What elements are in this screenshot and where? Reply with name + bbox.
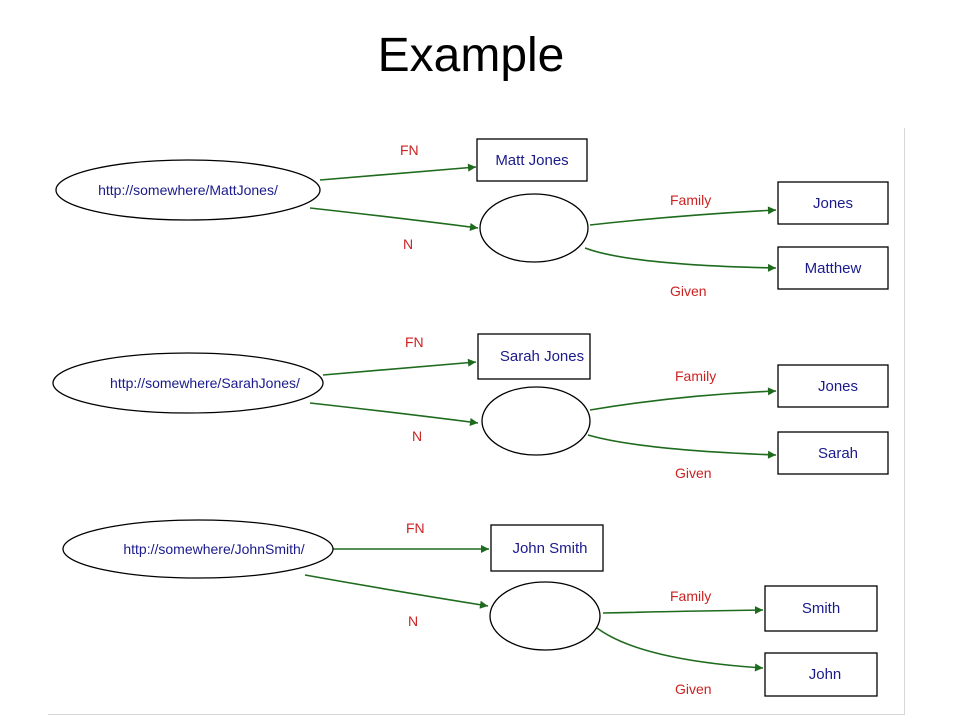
edge-label-n: N xyxy=(403,236,413,252)
literal-given-value: Matthew xyxy=(805,260,862,277)
literal-given-value: John xyxy=(809,666,842,683)
edge-given xyxy=(587,434,777,459)
literal-family-value: Jones xyxy=(813,195,853,212)
literal-box-family xyxy=(764,585,878,632)
edge-label-family: Family xyxy=(670,588,711,604)
edge-fn xyxy=(319,163,477,181)
diagram-panel xyxy=(48,128,905,715)
graph-sarah-jones: http://somewhere/SarahJones/ Sarah Jones… xyxy=(52,333,889,481)
literal-box-fn xyxy=(477,333,591,380)
edge-n xyxy=(309,402,479,426)
edge-label-given: Given xyxy=(670,283,707,299)
resource-node xyxy=(62,519,334,579)
literal-box-given xyxy=(777,246,889,290)
literal-family-value: Smith xyxy=(802,600,840,617)
edge-label-fn: FN xyxy=(406,520,425,536)
edge-label-given: Given xyxy=(675,681,712,697)
slide-title: Example xyxy=(377,29,565,82)
edge-fn xyxy=(322,358,477,376)
resource-uri: http://somewhere/MattJones/ xyxy=(98,182,278,198)
literal-box-family xyxy=(777,181,889,225)
edge-n xyxy=(304,574,489,609)
edge-label-n: N xyxy=(412,428,422,444)
edge-family xyxy=(589,206,777,226)
edge-given xyxy=(596,627,764,672)
literal-box-fn xyxy=(490,524,604,572)
literal-given-value: Sarah xyxy=(818,445,858,462)
edge-label-family: Family xyxy=(670,192,711,208)
resource-node xyxy=(55,159,321,221)
edge-label-given: Given xyxy=(675,465,712,481)
edge-family xyxy=(602,606,764,615)
edge-given xyxy=(584,247,777,272)
literal-fn-value: Sarah Jones xyxy=(500,348,584,365)
blank-node xyxy=(479,193,589,263)
resource-node xyxy=(52,352,324,414)
literal-box-family xyxy=(777,364,889,408)
edge-label-n: N xyxy=(408,613,418,629)
literal-fn-value: John Smith xyxy=(512,540,587,557)
resource-uri: http://somewhere/SarahJones/ xyxy=(110,375,300,391)
resource-uri: http://somewhere/JohnSmith/ xyxy=(123,541,304,557)
blank-node xyxy=(489,581,601,651)
literal-box-given xyxy=(777,431,889,475)
edge-label-fn: FN xyxy=(400,142,419,158)
literal-family-value: Jones xyxy=(818,378,858,395)
edge-family xyxy=(589,387,777,411)
edge-label-fn: FN xyxy=(405,334,424,350)
graph-john-smith: http://somewhere/JohnSmith/ John Smith S… xyxy=(62,519,878,697)
blank-node xyxy=(481,386,591,456)
graph-matt-jones: http://somewhere/MattJones/ Matt Jones J… xyxy=(55,138,889,299)
edge-n xyxy=(309,207,479,231)
literal-box-fn xyxy=(476,138,588,182)
literal-box-given xyxy=(764,652,878,697)
literal-fn-value: Matt Jones xyxy=(495,152,568,169)
edge-label-family: Family xyxy=(675,368,716,384)
